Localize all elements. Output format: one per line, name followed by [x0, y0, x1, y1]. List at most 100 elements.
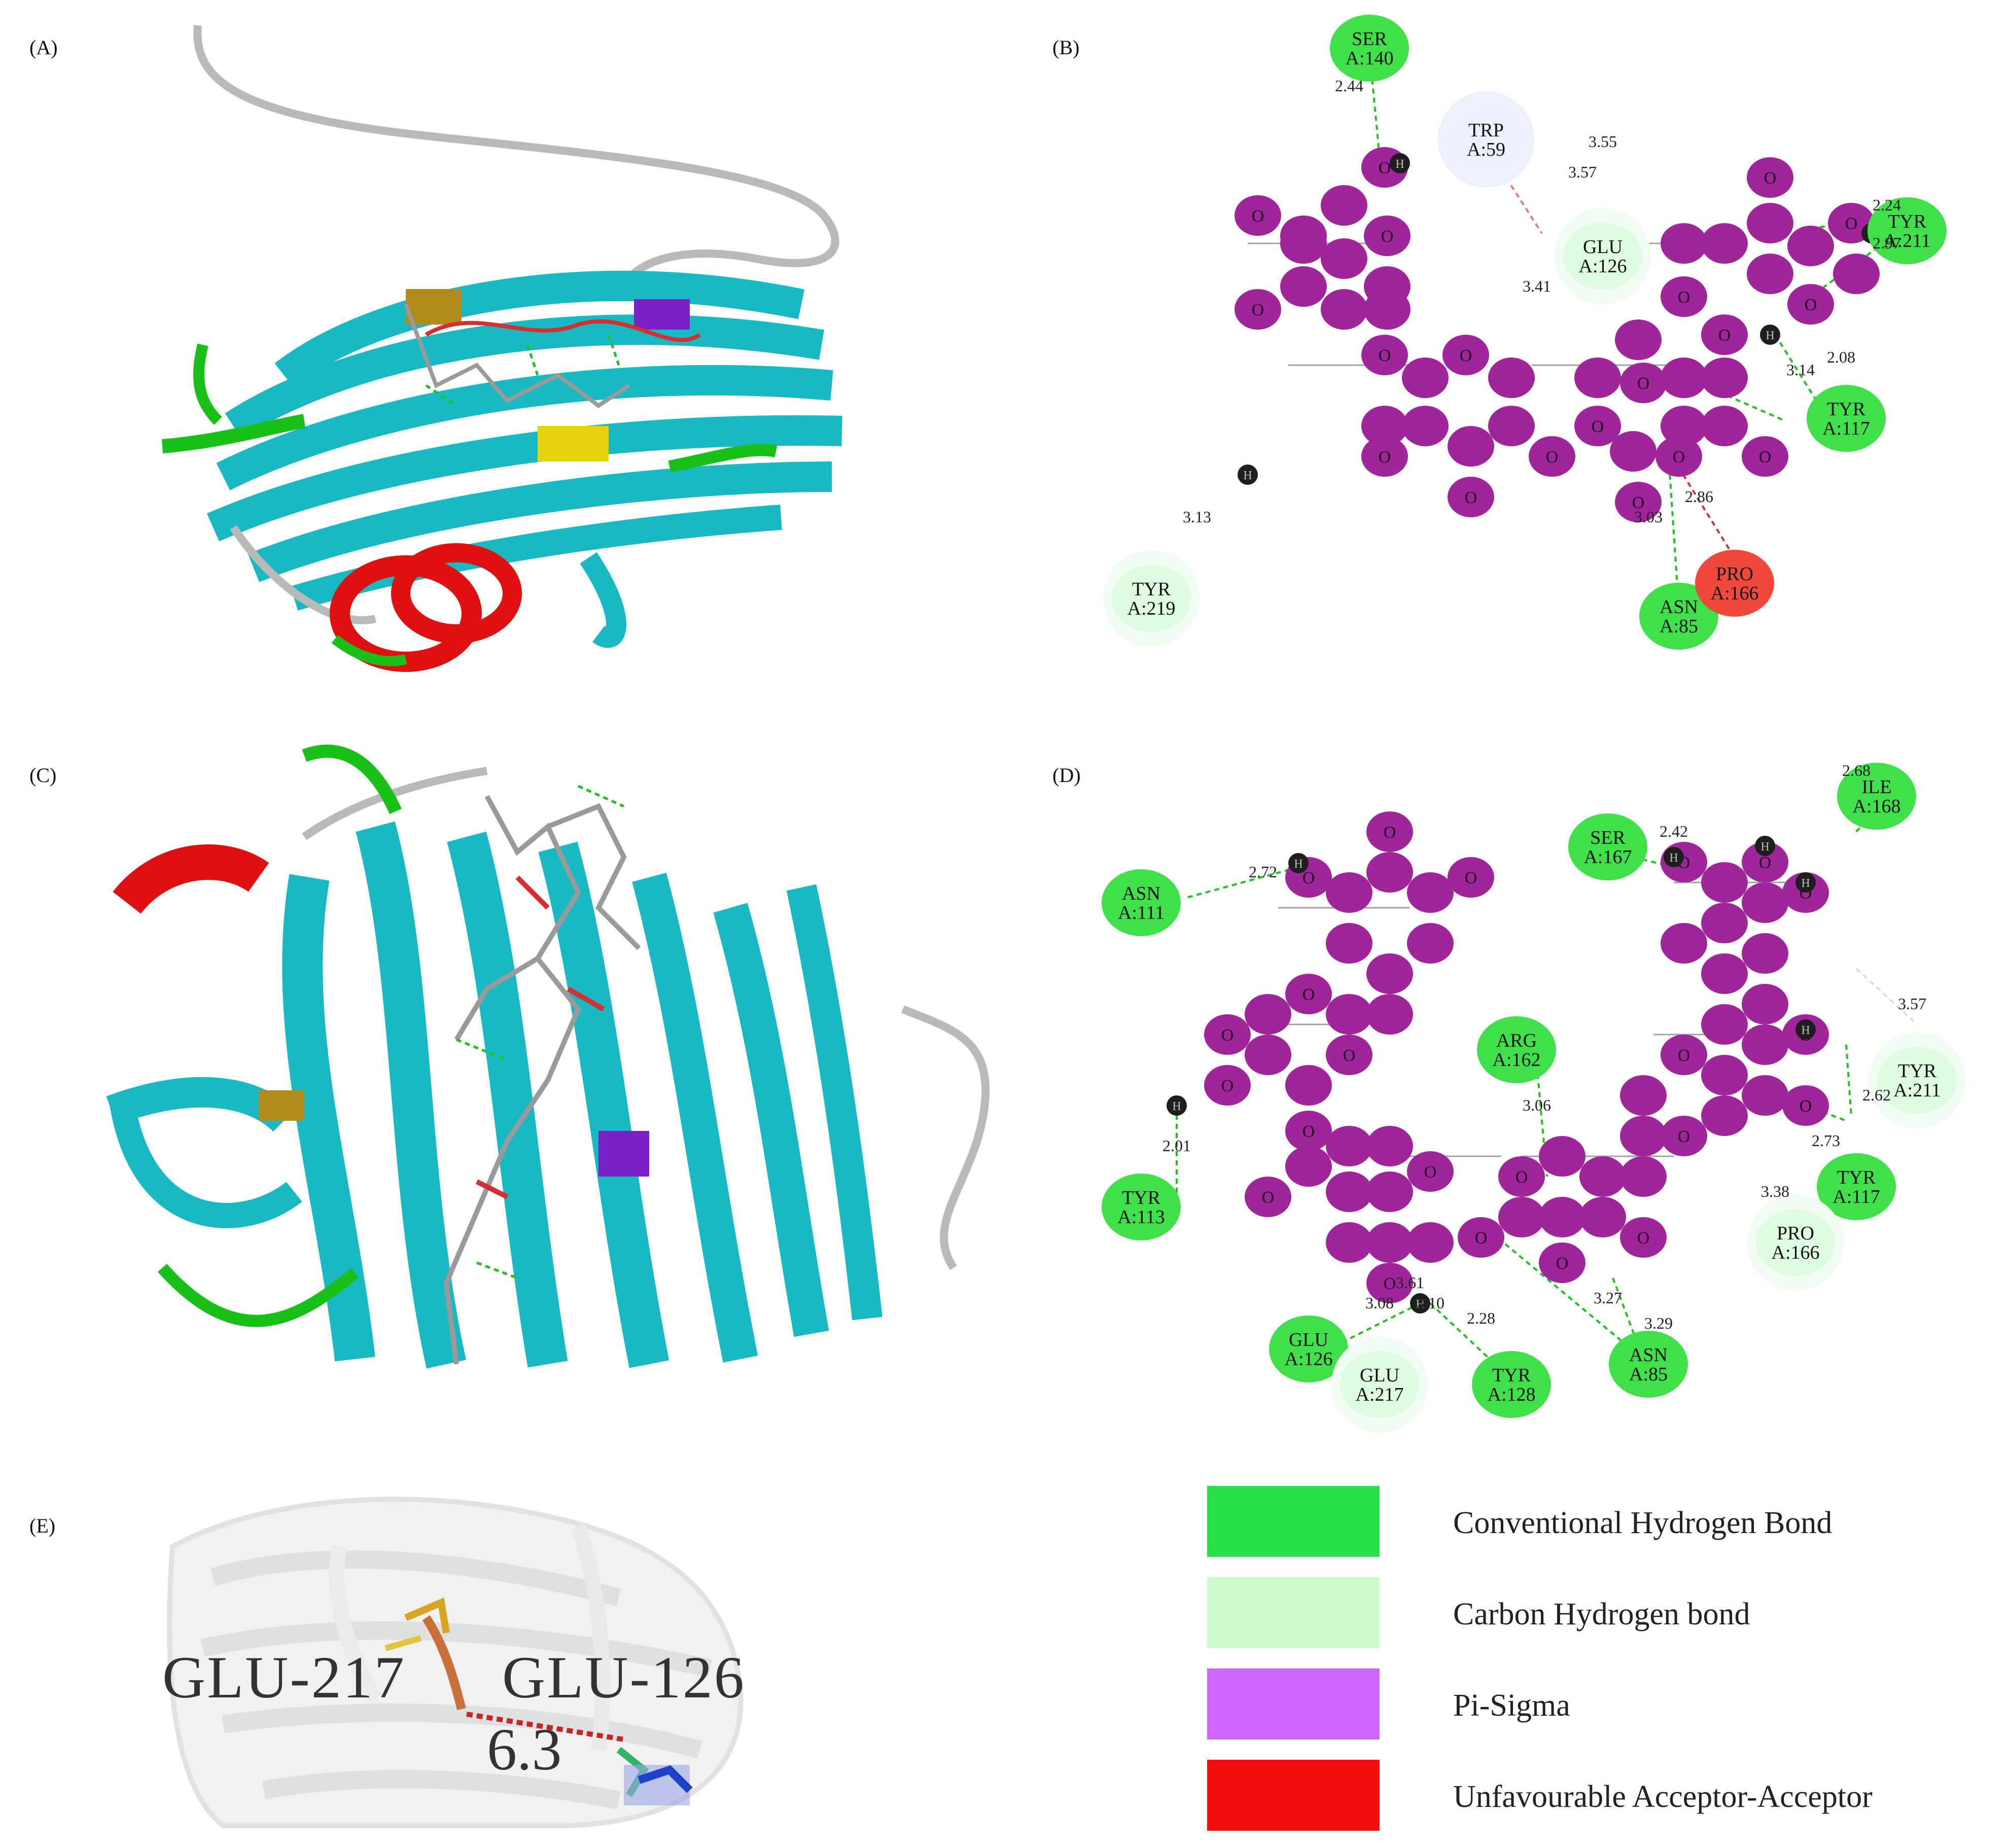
legend-label: Unfavourable Acceptor-Acceptor: [1453, 1780, 1873, 1814]
residue-id: A:117: [1822, 418, 1870, 439]
distance-label: 2.73: [1812, 1131, 1840, 1150]
oxygen-atom: [1448, 477, 1494, 517]
distance-label: 3.27: [1594, 1289, 1622, 1307]
oxygen-atom: [1742, 842, 1788, 882]
carbon-atom: [1366, 953, 1413, 994]
carbon-atom: [1366, 1126, 1413, 1166]
distance-label: 2.97: [1873, 234, 1901, 252]
carbon-atom: [1787, 226, 1834, 266]
oxygen-label: O: [1546, 448, 1559, 467]
oxygen-label: O: [1302, 869, 1315, 887]
residue-id: A:167: [1584, 846, 1632, 868]
carbon-atom: [1742, 1024, 1788, 1065]
carbon-atom: [1661, 223, 1707, 264]
carbon-atom: [1280, 223, 1327, 264]
residue-id: A:85: [1629, 1364, 1668, 1385]
oxygen-atom: [1361, 335, 1408, 375]
residue-name: ASN: [1629, 1344, 1668, 1366]
hydrogen-atom: [1288, 853, 1309, 873]
oxygen-atom: [1747, 157, 1793, 198]
carbon-atom: [1366, 1171, 1413, 1212]
legend-item-conventional: Conventional Hydrogen Bond: [1207, 1486, 1968, 1557]
residue-name: TRP: [1468, 120, 1504, 141]
legend-swatch: [1207, 1577, 1380, 1648]
oxygen-atom: [1529, 436, 1575, 477]
oxygen-label: O: [1845, 215, 1858, 233]
interaction-diagram-b: OOOOOOOOOOOOOOOOOOOHHHHSERA:140TRPA:59GL…: [1103, 15, 1947, 650]
carbon-atom: [1321, 289, 1367, 330]
protein-ribbon-c: [106, 744, 990, 1369]
oxygen-atom: [1366, 811, 1413, 852]
carbon-atom: [1833, 254, 1880, 294]
oxygen-atom: [1661, 1035, 1707, 1075]
residue-name: ILE: [1861, 776, 1891, 798]
oxygen-label: O: [1759, 854, 1772, 872]
distance-label: 3.57: [1898, 994, 1926, 1013]
carbon-atom: [1285, 1065, 1332, 1106]
residue-name: ASN: [1660, 596, 1698, 618]
carbon-atom: [1661, 923, 1707, 964]
carbon-atom: [1366, 1222, 1413, 1263]
carbon-atom: [1701, 223, 1748, 264]
hydrogen-atom: [1390, 153, 1410, 173]
oxygen-atom: [1245, 1177, 1291, 1217]
distance-panel-e: GLU-217 GLU-126 6.3: [162, 1486, 751, 1831]
residue-id: A:126: [1285, 1348, 1333, 1370]
distance-label: 3.14: [1786, 361, 1815, 379]
oxygen-label: O: [1805, 296, 1817, 314]
residue-id: A:162: [1493, 1049, 1541, 1071]
legend-label: Carbon Hydrogen bond: [1453, 1597, 1750, 1631]
residue-id: A:211: [1893, 1080, 1941, 1101]
oxygen-label: O: [1379, 346, 1391, 365]
panel-label-b: (B): [1052, 36, 1080, 59]
residue-id: A:166: [1711, 583, 1759, 604]
oxygen-atom: [1615, 482, 1662, 522]
oxygen-atom: [1787, 284, 1834, 325]
oxygen-atom: [1285, 1111, 1332, 1151]
residue-name: PRO: [1716, 563, 1753, 585]
residue-node: [1837, 763, 1916, 830]
carbon-atom: [1539, 1136, 1585, 1177]
residue-node: [1563, 223, 1642, 290]
legend-item-pi-sigma: Pi-Sigma: [1207, 1668, 1968, 1739]
oxygen-label: O: [1379, 448, 1391, 467]
carbon-atom: [1742, 1075, 1788, 1116]
residue-id: A:117: [1832, 1186, 1880, 1207]
carbon-atom: [1364, 289, 1411, 330]
residue-id: A:111: [1118, 902, 1165, 923]
distance-label: 2.44: [1335, 77, 1363, 95]
hydrogen-atom: [1664, 847, 1684, 867]
residue-name: ASN: [1122, 883, 1160, 904]
residue-name: TYR: [1888, 211, 1927, 232]
carbon-atom: [1742, 984, 1788, 1024]
distance-backdrop: [162, 1486, 751, 1831]
oxygen-label: O: [1379, 159, 1391, 177]
carbon-atom: [1361, 406, 1408, 446]
residue-name: ARG: [1496, 1030, 1537, 1051]
oxygen-label: O: [1460, 346, 1472, 365]
residue-node: [1639, 583, 1718, 650]
carbon-atom: [1498, 1197, 1545, 1237]
oxygen-label: O: [1221, 1026, 1234, 1045]
residue-name: GLU: [1360, 1365, 1399, 1386]
oxygen-atom: [1364, 216, 1411, 256]
carbon-atom: [1407, 1222, 1454, 1263]
residue-node: [1695, 550, 1774, 617]
oxygen-label: O: [1637, 1229, 1650, 1248]
carbon-atom: [1326, 1171, 1372, 1212]
distance-label: 2.72: [1249, 863, 1277, 881]
carbon-atom: [1615, 319, 1662, 360]
distance-label: 2.42: [1660, 822, 1688, 840]
residue-node: [1447, 106, 1526, 173]
oxygen-label: O: [1678, 1046, 1690, 1065]
residue-id: A:140: [1346, 48, 1394, 69]
distance-label: 3.55: [1589, 132, 1617, 151]
oxygen-label: O: [1678, 288, 1690, 307]
residue-node: [1102, 869, 1181, 936]
legend-label: Pi-Sigma: [1453, 1688, 1570, 1723]
distance-label: 3.41: [1523, 277, 1551, 295]
oxygen-atom: [1539, 1242, 1585, 1283]
distance-label: 3.08: [1365, 1294, 1394, 1312]
carbon-atom: [1448, 426, 1494, 467]
distance-label: 3.13: [1183, 508, 1211, 526]
